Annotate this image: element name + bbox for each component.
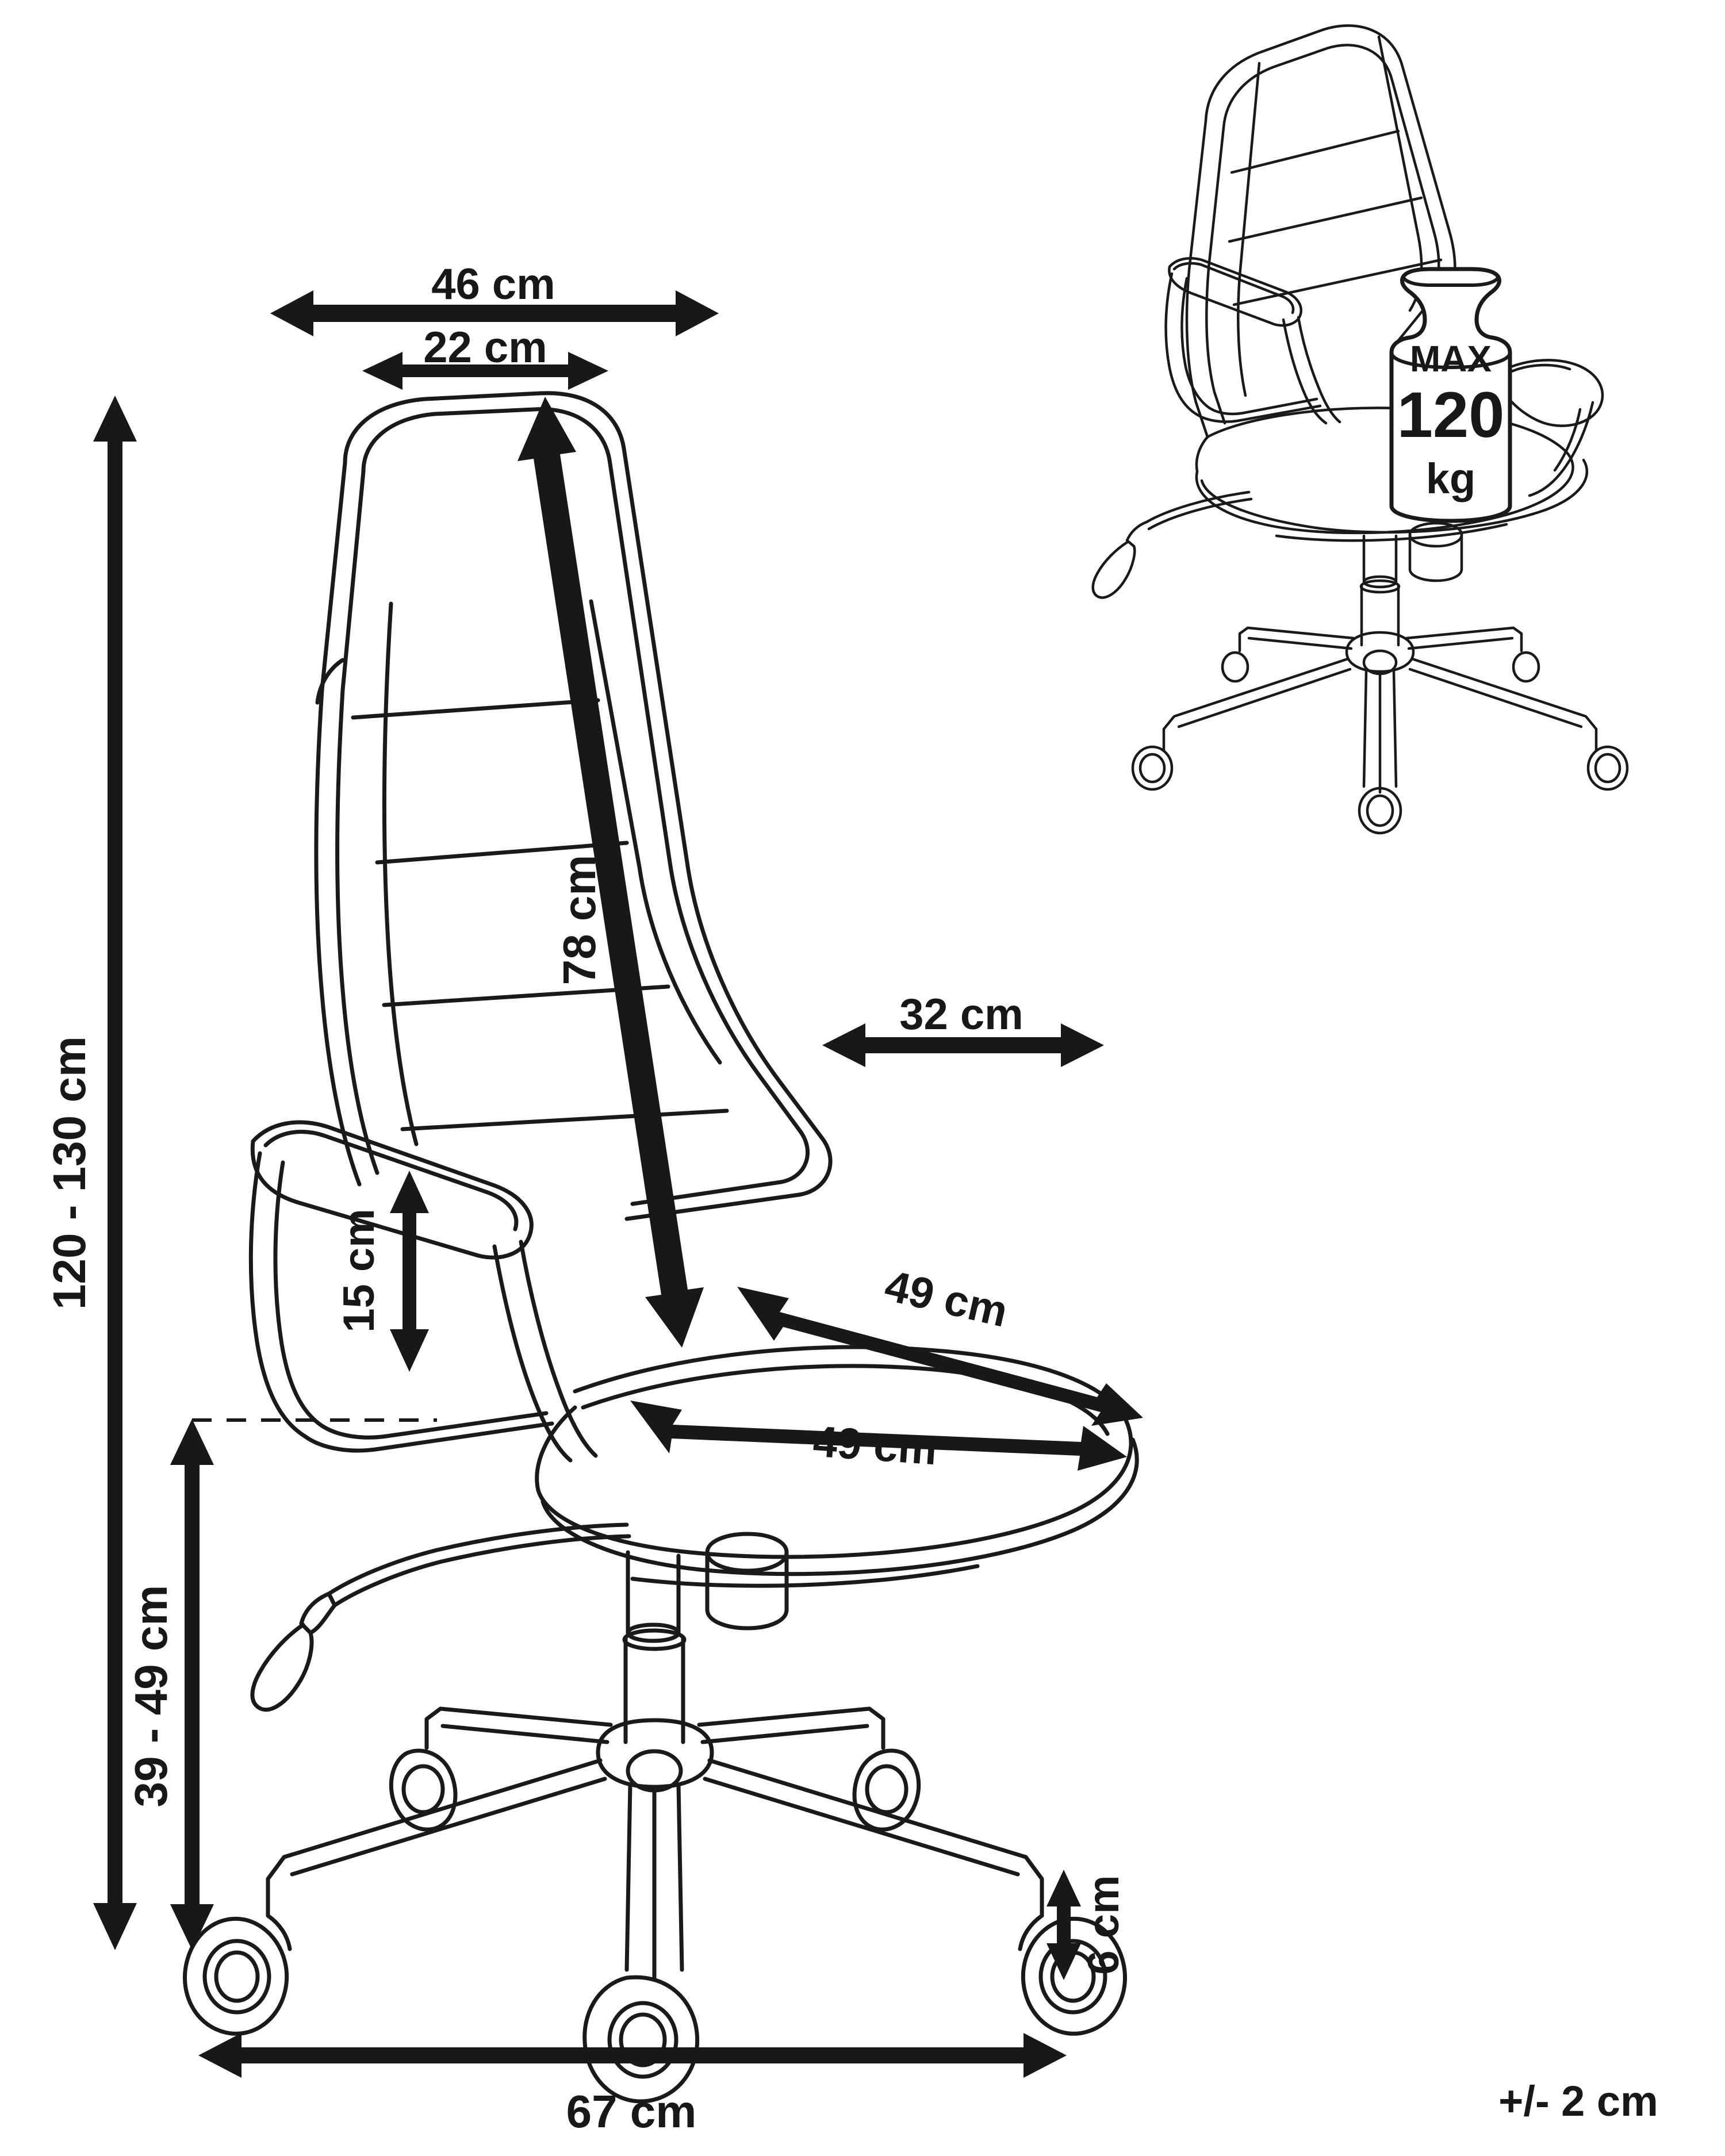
- tolerance-note: +/- 2 cm: [1498, 2077, 1658, 2125]
- dimension-arrows: [93, 290, 1143, 2078]
- dim-arrow-headrest-width: [362, 352, 608, 390]
- dim-label-total-height: 120 - 130 cm: [44, 1036, 95, 1310]
- dim-label-armrest-height: 15 cm: [335, 1209, 384, 1333]
- dim-label-backrest-width: 46 cm: [431, 260, 555, 309]
- dim-label-headrest-width: 22 cm: [423, 323, 547, 372]
- weight-value-label: 120: [1397, 379, 1505, 451]
- dim-arrow-total-height: [93, 396, 137, 1950]
- dim-arrow-seat-width: [737, 1287, 1143, 1426]
- weight-max-label: MAX: [1410, 338, 1492, 379]
- dim-arrow-seat-height: [170, 1419, 214, 1950]
- inset-chair-drawing: [1091, 24, 1629, 835]
- dim-label-caster-height: 6 cm: [1079, 1875, 1128, 1974]
- dim-label-seat-width: 49 cm: [880, 1261, 1012, 1337]
- dim-label-seat-height: 39 - 49 cm: [125, 1585, 177, 1808]
- dim-label-base-diameter: 67 cm: [566, 2086, 697, 2137]
- dim-arrow-caster-height: [1046, 1870, 1081, 1980]
- dim-arrow-backrest-width: [270, 290, 719, 336]
- dim-arrow-armrest-height: [390, 1171, 429, 1372]
- dim-label-armrest-depth: 32 cm: [899, 990, 1023, 1039]
- dim-label-backrest-height: 78 cm: [554, 855, 605, 985]
- dim-arrow-seat-depth: [630, 1401, 1127, 1471]
- dim-arrow-armrest-depth: [822, 1023, 1104, 1067]
- dim-arrow-backrest-height: [518, 397, 704, 1348]
- weight-unit-label: kg: [1426, 455, 1475, 502]
- dim-arrow-base-diameter: [198, 2033, 1067, 2078]
- weight-icon: [1389, 267, 1512, 523]
- dim-label-seat-depth: 49 cm: [811, 1417, 938, 1475]
- main-chair-drawing: [183, 391, 1139, 2104]
